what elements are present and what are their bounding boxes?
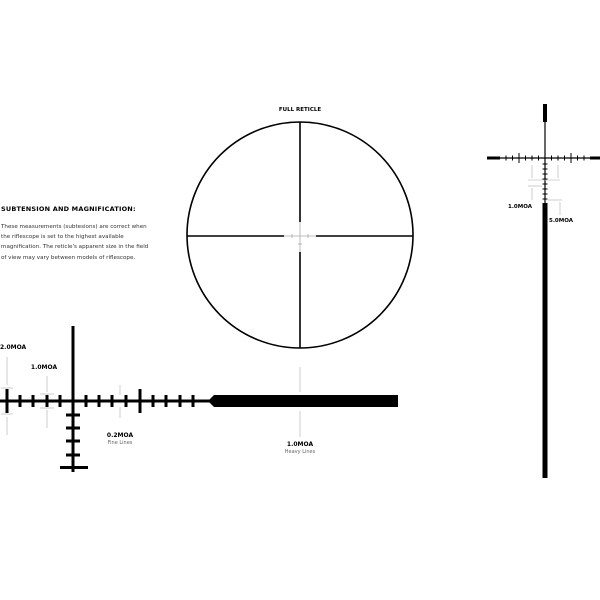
heavy-lines-value: 1.0MOA [286, 441, 314, 448]
info-body: These measurements (subtesions) are corr… [1, 224, 149, 261]
full-reticle-title: FULL RETICLE [278, 107, 322, 113]
vertical-stadia [71, 326, 75, 472]
two-moa-label: 2.0MOA [0, 344, 27, 351]
right-reticle [487, 104, 600, 478]
annotation-lines [1, 357, 301, 437]
fine-lines-caption: Fine Lines [107, 440, 133, 446]
right-annotation-lines [528, 165, 562, 215]
vertical-tick [66, 453, 80, 457]
horizontal-tick [45, 395, 49, 407]
one-moa-label: 1.0MOA [30, 364, 58, 371]
horizontal-tick [164, 395, 168, 407]
horizontal-tick [84, 395, 88, 407]
vertical-ticks [66, 413, 80, 457]
vertical-tick [66, 413, 80, 417]
horizontal-tick [138, 389, 142, 413]
horizontal-ticks [5, 389, 195, 413]
heavy-lines-caption: Heavy Lines [284, 449, 316, 455]
detail-reticle [0, 326, 398, 472]
right-one-moa-label: 1.0MOA [507, 204, 533, 210]
horizontal-tick [58, 395, 62, 407]
info-heading: SUBTENSION AND MAGNIFICATION: [1, 205, 136, 213]
horizontal-tick [5, 389, 9, 413]
vertical-tick [66, 426, 80, 430]
horizontal-tick [18, 395, 22, 407]
vertical-tick [66, 439, 80, 443]
fine-lines-value: 0.2MOA [106, 432, 134, 439]
full-reticle [186, 121, 414, 349]
right-five-moa-label: 5.0MOA [548, 218, 574, 224]
horizontal-tick [151, 395, 155, 407]
heavy-post [208, 395, 398, 407]
horizontal-stadia [0, 399, 212, 403]
horizontal-tick [124, 395, 128, 407]
horizontal-tick [31, 395, 35, 407]
bottom-bar [60, 466, 88, 469]
right-ticks [505, 153, 585, 200]
horizontal-tick [110, 395, 114, 407]
center-fine-lines [284, 222, 316, 252]
horizontal-tick [97, 395, 101, 407]
horizontal-tick [178, 395, 182, 407]
horizontal-tick [191, 395, 195, 407]
